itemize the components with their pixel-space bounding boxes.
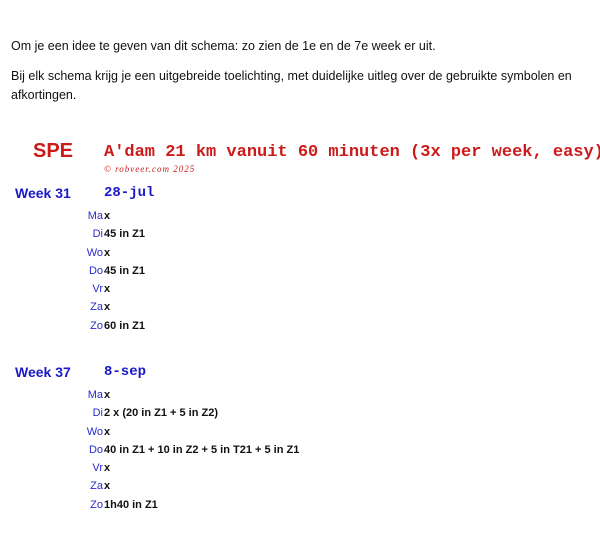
day-workout: 2 x (20 in Z1 + 5 in Z2) <box>104 407 219 420</box>
day-workout: x <box>104 480 111 493</box>
week-header: Week 37 8-sep <box>15 364 575 386</box>
week-header: Week 31 28-jul <box>15 185 575 207</box>
day-label: Di <box>92 228 103 241</box>
day-label: Ma <box>87 210 103 222</box>
day-workout: x <box>104 210 111 222</box>
week-date: 28-jul <box>104 185 155 201</box>
week-date: 8-sep <box>104 364 147 380</box>
day-label: Vr <box>92 283 103 296</box>
day-workout: x <box>104 389 111 401</box>
day-workout: x <box>104 462 111 475</box>
day-label: Do <box>88 443 103 456</box>
day-workout: 45 in Z1 <box>104 264 145 277</box>
day-label: Wo <box>86 246 103 259</box>
day-workout: 1h40 in Z1 <box>104 498 158 511</box>
schema-title: A'dam 21 km vanuit 60 minuten (3x per we… <box>104 143 600 162</box>
day-workout: x <box>104 425 111 438</box>
day-label: Zo <box>90 498 103 511</box>
schema-code: SPE <box>33 140 74 162</box>
day-label: Ma <box>87 389 103 401</box>
day-workout: x <box>104 283 111 296</box>
day-label: Za <box>90 480 103 493</box>
intro-paragraph-2: Bij elk schema krijg je een uitgebreide … <box>11 69 572 102</box>
day-label: Za <box>90 301 103 314</box>
copyright-notice: © robveer.com 2025 <box>104 164 196 174</box>
day-workout: x <box>104 301 111 314</box>
day-workout: 45 in Z1 <box>104 228 145 241</box>
day-label: Vr <box>92 462 103 475</box>
week-label: Week 31 <box>15 185 71 201</box>
intro-paragraph-1: Om je een idee te geven van dit schema: … <box>11 39 436 53</box>
day-label: Wo <box>86 425 103 438</box>
day-workout: 60 in Z1 <box>104 319 145 332</box>
day-workout: x <box>104 246 111 259</box>
day-label: Do <box>88 264 103 277</box>
day-label: Zo <box>90 319 103 332</box>
day-workout: 40 in Z1 + 10 in Z2 + 5 in T21 + 5 in Z1 <box>104 443 300 456</box>
day-label: Di <box>92 407 103 420</box>
week-label: Week 37 <box>15 364 71 380</box>
